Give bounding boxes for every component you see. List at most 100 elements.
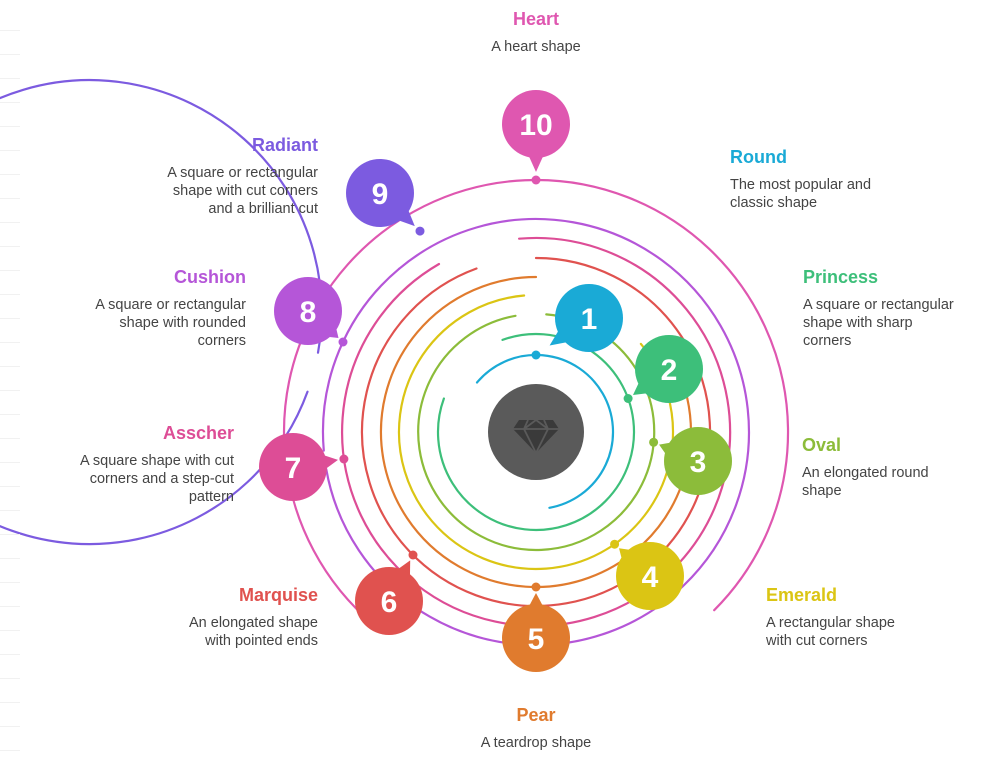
number-pins: 1 2 3 4 5 6 7 8 9 10 [259, 90, 732, 672]
orbit-marker-9 [415, 226, 425, 236]
label-title-4: Emerald [766, 585, 838, 605]
sidebar-divider [0, 102, 20, 103]
sidebar-divider [0, 54, 20, 55]
orbit-markers [338, 175, 659, 592]
sidebar-divider [0, 30, 20, 31]
pin-circle-2 [635, 335, 703, 403]
orbit-marker-2 [623, 394, 633, 403]
pin-circle-3 [664, 427, 732, 495]
orbit-marker-10 [531, 175, 541, 185]
sidebar-divider [0, 726, 20, 727]
label-title-5: Pear [516, 705, 556, 725]
label-title-1: Round [730, 147, 787, 167]
pin-8: 8 [274, 277, 342, 345]
label-title-10: Heart [512, 9, 560, 29]
pin-number-2: 2 [661, 354, 678, 387]
label-title-2: Princess [803, 267, 879, 287]
label-title-3: Oval [802, 435, 842, 455]
pin-number-8: 8 [300, 296, 317, 329]
orbit-marker-1 [531, 350, 541, 360]
sidebar-divider [0, 150, 20, 151]
pin-2: 2 [633, 335, 703, 403]
sidebar-divider [0, 558, 20, 559]
orbit-marker-7 [339, 454, 349, 464]
pin-number-6: 6 [381, 586, 398, 619]
sidebar-divider [0, 630, 20, 631]
label-desc-10: A heart shape [491, 39, 581, 55]
orbit-arc-7 [341, 236, 732, 628]
pin-5: 5 [502, 593, 570, 672]
sidebar-divider [0, 582, 20, 583]
orbit-marker-6 [408, 550, 418, 560]
sidebar-divider [0, 126, 20, 127]
orbit-arc-6 [360, 256, 712, 608]
diamond-icon [513, 418, 559, 456]
sidebar-divider [0, 702, 20, 703]
label-10: Heart A heart shape [416, 8, 656, 56]
pin-7: 7 [259, 433, 338, 501]
sidebar-divider [0, 246, 20, 247]
sidebar-divider [0, 462, 20, 463]
label-title-7: Asscher [162, 423, 234, 443]
pin-circle-5 [502, 604, 570, 672]
pin-circle-8 [274, 277, 342, 345]
orbit-marker-3 [649, 437, 659, 447]
orbit-arc-9 [0, 79, 323, 546]
pin-number-5: 5 [528, 623, 545, 656]
sidebar-divider [0, 606, 20, 607]
orbit-marker-5 [531, 582, 541, 592]
sidebar-divider [0, 486, 20, 487]
pin-circle-6 [355, 567, 423, 635]
pin-6: 6 [355, 560, 423, 635]
sidebar-divider [0, 222, 20, 223]
sidebar-divider [0, 678, 20, 679]
pin-circle-9 [346, 159, 414, 227]
pin-10: 10 [502, 90, 570, 172]
pin-number-1: 1 [581, 303, 598, 336]
sidebar-divider [0, 270, 20, 271]
sidebar-divider [0, 198, 20, 199]
pin-9: 9 [346, 159, 415, 227]
pin-3: 3 [659, 427, 732, 495]
sidebar-divider [0, 414, 20, 415]
sidebar-divider [0, 438, 20, 439]
pin-number-9: 9 [372, 178, 389, 211]
pin-circle-1 [555, 284, 623, 352]
sidebar-divider [0, 654, 20, 655]
sidebar-divider [0, 342, 20, 343]
sidebar-divider [0, 78, 20, 79]
sidebar-divider [0, 534, 20, 535]
pin-circle-10 [502, 90, 570, 158]
pin-circle-4 [616, 542, 684, 610]
sidebar-divider [0, 510, 20, 511]
orbit-marker-4 [610, 539, 620, 549]
sidebar-divider [0, 366, 20, 367]
sidebar-divider [0, 390, 20, 391]
pin-4: 4 [616, 542, 684, 610]
pin-number-7: 7 [285, 452, 302, 485]
pin-number-10: 10 [519, 109, 552, 142]
pin-circle-7 [259, 433, 327, 501]
sidebar-divider [0, 750, 20, 751]
label-title-8: Cushion [174, 267, 246, 287]
pin-1: 1 [549, 284, 623, 352]
orbit-arc-8 [325, 217, 751, 647]
orbit-arc-1 [475, 353, 615, 509]
label-title-6: Marquise [238, 585, 318, 605]
